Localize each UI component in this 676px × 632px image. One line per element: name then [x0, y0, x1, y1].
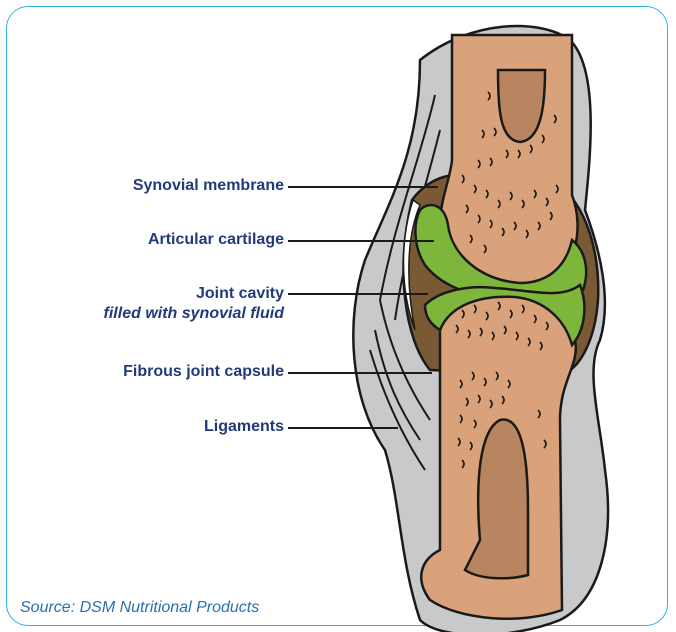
leader-joint-cavity	[288, 293, 428, 295]
joint-cavity-title: Joint cavity	[196, 285, 284, 302]
source-caption: Source: DSM Nutritional Products	[20, 598, 259, 618]
leader-articular-cartilage	[288, 240, 434, 242]
label-ligaments: Ligaments	[204, 417, 284, 437]
leader-synovial-membrane	[288, 186, 438, 188]
label-articular-cartilage: Articular cartilage	[148, 230, 284, 250]
joint-cavity-subtitle: filled with synovial fluid	[104, 304, 284, 324]
leader-ligaments	[288, 427, 398, 429]
label-synovial-membrane: Synovial membrane	[133, 176, 284, 196]
label-fibrous-joint-capsule: Fibrous joint capsule	[123, 362, 284, 382]
leader-fibrous-joint-capsule	[288, 372, 432, 374]
label-joint-cavity: Joint cavity filled with synovial fluid	[104, 284, 284, 324]
